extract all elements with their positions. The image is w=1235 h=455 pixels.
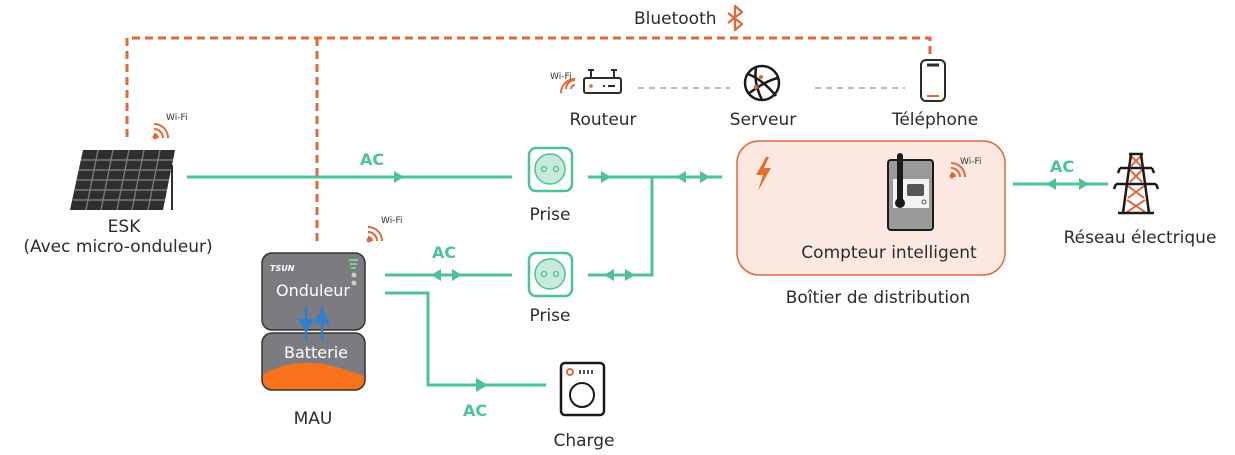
grid-label: Réseau électrique <box>1064 228 1217 248</box>
wifi-icon <box>152 123 169 140</box>
socket-icon <box>527 251 574 298</box>
arrow-icon <box>431 269 441 281</box>
esk-title: ESK <box>108 217 142 237</box>
load-label: Charge <box>553 431 614 451</box>
arrow-icon <box>394 171 404 183</box>
arrow-icon <box>1046 178 1056 190</box>
socket-icon <box>527 146 574 193</box>
bluetooth-icon <box>727 4 744 32</box>
ac-label-load: AC <box>463 401 487 420</box>
wifi-label: Wi-Fi <box>550 72 571 82</box>
arrow-icon <box>476 378 488 392</box>
arrow-icon <box>452 269 462 281</box>
battery-label: Batterie <box>284 343 348 362</box>
mau-inverter: TSUN Onduleur <box>261 252 366 331</box>
washing-machine-icon <box>559 361 606 417</box>
lightning-icon <box>756 157 771 191</box>
esk-subtitle: (Avec micro-onduleur) <box>23 237 212 257</box>
solar-panel-icon <box>70 149 175 211</box>
signal-indicator-icon <box>349 259 358 286</box>
bluetooth-label: Bluetooth <box>634 9 717 29</box>
bluetooth-link <box>125 36 932 243</box>
smart-meter-label: Compteur intelligent <box>801 243 977 263</box>
wifi-icon <box>949 162 966 179</box>
socket-bottom-label: Prise <box>530 306 571 326</box>
power-tower-icon <box>1112 152 1160 215</box>
mau-label: MAU <box>294 409 333 429</box>
server-label: Serveur <box>730 110 797 130</box>
wifi-label: Wi-Fi <box>960 157 981 167</box>
smart-meter-icon <box>887 153 934 231</box>
distribution-box-label: Boîtier de distribution <box>786 288 971 308</box>
ac-label-esk: AC <box>360 150 384 169</box>
ac-line-mau-load <box>385 291 546 387</box>
phone-label: Téléphone <box>891 110 978 130</box>
wifi-label: Wi-Fi <box>381 216 402 226</box>
mau-battery: Batterie <box>261 332 366 391</box>
router-label: Routeur <box>569 110 636 130</box>
router-icon <box>583 69 622 94</box>
ac-label-mau: AC <box>432 243 456 262</box>
ac-label-grid: AC <box>1050 157 1074 176</box>
distribution-box <box>736 140 1006 276</box>
arrow-icon <box>1079 178 1089 190</box>
inverter-label: Onduleur <box>276 281 350 300</box>
socket-top-label: Prise <box>530 205 571 225</box>
wifi-label: Wi-Fi <box>166 113 187 123</box>
phone-icon <box>920 59 946 102</box>
wifi-icon <box>560 78 576 94</box>
brand-logo: TSUN <box>270 264 295 273</box>
wifi-icon <box>366 226 383 243</box>
charge-discharge-arrows-icon <box>297 306 331 340</box>
ac-line-sockets-box <box>588 171 722 281</box>
globe-icon <box>743 64 781 102</box>
